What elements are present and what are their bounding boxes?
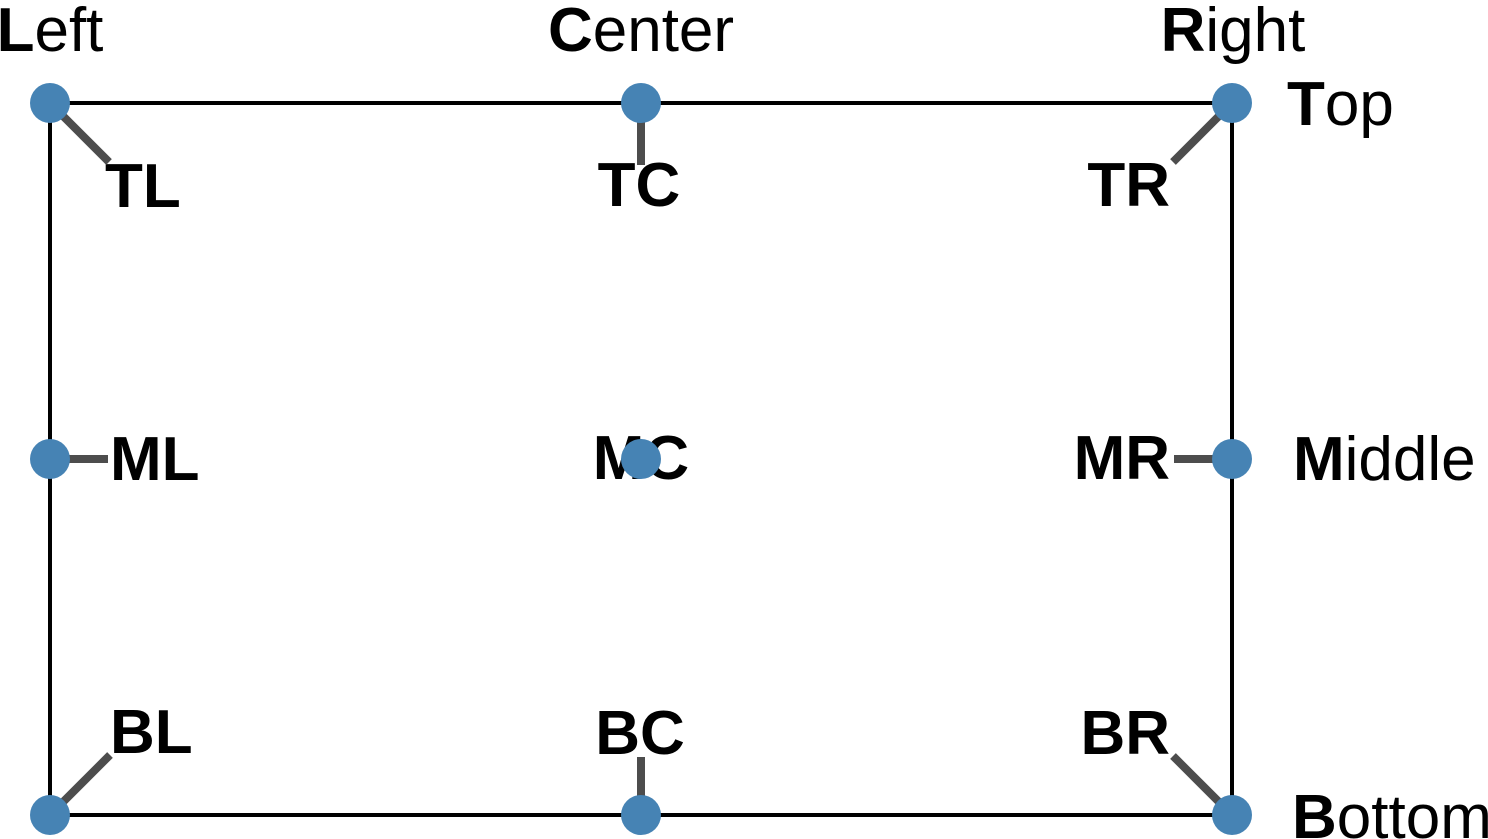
- ml-anchor-dot: [30, 439, 70, 479]
- br-point-label: BR: [1080, 699, 1170, 768]
- tl-anchor-dot: [30, 83, 70, 123]
- mr-anchor-dot: [1212, 439, 1252, 479]
- bl-anchor-dot: [30, 795, 70, 835]
- bc-point-label: BC: [595, 699, 685, 768]
- top-edge-label: Top: [1287, 74, 1394, 136]
- right-edge-label: Right: [1161, 0, 1306, 62]
- right-edge-label-rest: ight: [1205, 0, 1306, 65]
- left-edge-label-initial: L: [0, 0, 35, 65]
- left-edge-label-rest: eft: [34, 0, 104, 65]
- ml-point-label: ML: [110, 425, 200, 494]
- tr-point-label: TR: [1087, 151, 1170, 220]
- bottom-edge-label: Bottom: [1292, 787, 1488, 839]
- center-edge-label-rest: enter: [592, 0, 735, 65]
- tl-point-label: TL: [105, 152, 181, 221]
- middle-edge-label-initial: M: [1293, 425, 1345, 494]
- top-edge-label-initial: T: [1287, 70, 1325, 139]
- center-edge-label-initial: C: [547, 0, 593, 65]
- tr-anchor-dot: [1212, 83, 1252, 123]
- br-anchor-dot: [1212, 795, 1252, 835]
- middle-edge-label: Middle: [1293, 429, 1476, 491]
- mc-anchor-dot: [621, 439, 661, 479]
- center-edge-label: Center: [548, 0, 734, 62]
- mr-point-label: MR: [1073, 424, 1170, 493]
- left-edge-label: Left: [0, 0, 103, 62]
- middle-edge-label-rest: iddle: [1344, 425, 1476, 494]
- right-edge-label-initial: R: [1160, 0, 1206, 65]
- top-edge-label-rest: op: [1324, 70, 1394, 139]
- bottom-edge-label-initial: B: [1292, 783, 1337, 839]
- bl-point-label: BL: [110, 698, 193, 767]
- bottom-edge-label-rest: ottom: [1336, 783, 1488, 839]
- tc-anchor-dot: [621, 83, 661, 123]
- bc-anchor-dot: [621, 795, 661, 835]
